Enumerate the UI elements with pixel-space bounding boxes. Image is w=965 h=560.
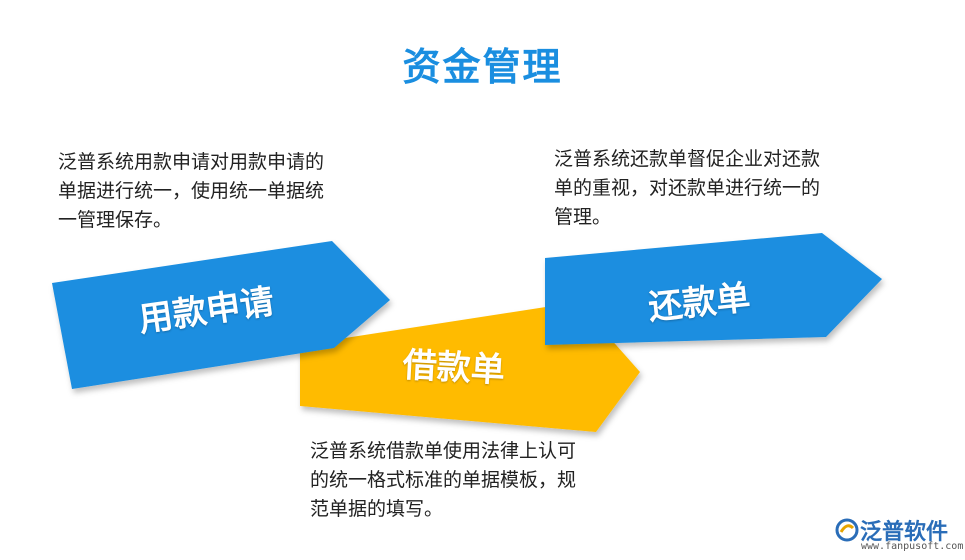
description-line: 一管理保存。: [58, 209, 173, 231]
repayment-arrow: [545, 233, 882, 345]
description-line: 范单据的填写。: [310, 498, 444, 520]
description-borrowing: 泛普系统借款单使用法律上认可 的统一格式标准的单据模板，规 范单据的填写。: [310, 437, 650, 524]
brand-logo: 泛普软件 www.fanpusoft.com: [835, 514, 964, 556]
logo-url: www.fanpusoft.com: [861, 541, 964, 552]
description-line: 泛普系统借款单使用法律上认可: [310, 440, 577, 462]
description-repayment: 泛普系统还款单督促企业对还款 单的重视，对还款单进行统一的 管理。: [554, 145, 894, 232]
description-loan-request: 泛普系统用款申请对用款申请的 单据进行统一，使用统一单据统 一管理保存。: [58, 148, 398, 235]
logo-name: 泛普软件: [860, 520, 949, 545]
description-line: 的统一格式标准的单据模板，规: [310, 469, 577, 491]
description-line: 泛普系统还款单督促企业对还款: [554, 148, 821, 170]
logo-mark-icon: [835, 518, 859, 542]
page-title: 资金管理: [402, 45, 563, 89]
description-line: 单据进行统一，使用统一单据统: [58, 180, 325, 202]
description-line: 管理。: [554, 206, 612, 228]
description-line: 单的重视，对还款单进行统一的: [554, 177, 821, 199]
description-line: 泛普系统用款申请对用款申请的: [58, 151, 325, 173]
borrowing-label: 借款单: [401, 345, 506, 391]
loan-request-arrow: [52, 241, 390, 389]
